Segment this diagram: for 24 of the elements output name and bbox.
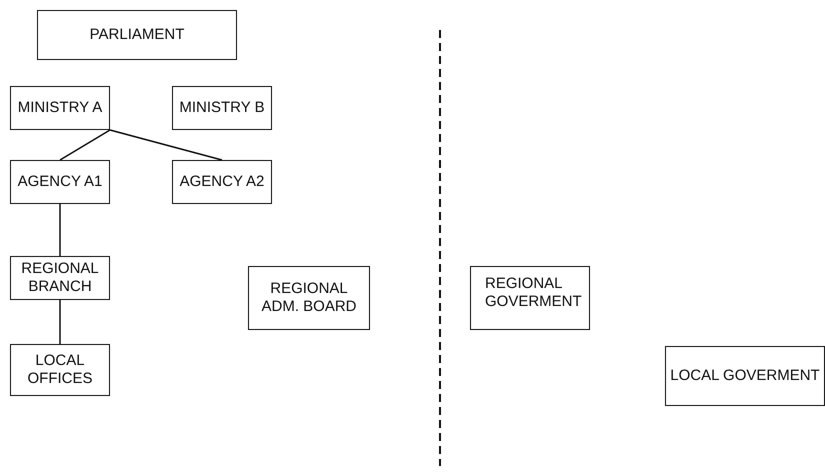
org-box — [37, 10, 237, 60]
box-label: MINISTRY B — [179, 99, 265, 117]
connector-line — [110, 129, 222, 161]
box-label: MINISTRY A — [18, 99, 102, 117]
box-label: REGIONAL GOVERMENT — [485, 275, 583, 311]
box-label: AGENCY A1 — [18, 173, 102, 191]
org-box — [172, 86, 272, 130]
box-label: PARLIAMENT — [90, 26, 184, 44]
box-label: REGIONAL BRANCH — [20, 260, 100, 296]
org-box — [10, 256, 110, 300]
connector-line — [59, 204, 61, 256]
org-box — [172, 160, 272, 204]
box-label: AGENCY A2 — [180, 173, 264, 191]
org-box — [10, 160, 110, 204]
org-box — [10, 344, 110, 396]
connector-line — [60, 129, 110, 161]
connector-line — [59, 300, 61, 344]
box-label: LOCAL GOVERMENT — [670, 367, 820, 385]
box-label: REGIONAL ADM. BOARD — [260, 280, 358, 316]
org-box — [10, 86, 110, 130]
org-box — [470, 266, 590, 330]
org-box — [665, 346, 825, 406]
box-label: LOCAL OFFICES — [26, 352, 94, 388]
org-box — [248, 266, 370, 330]
